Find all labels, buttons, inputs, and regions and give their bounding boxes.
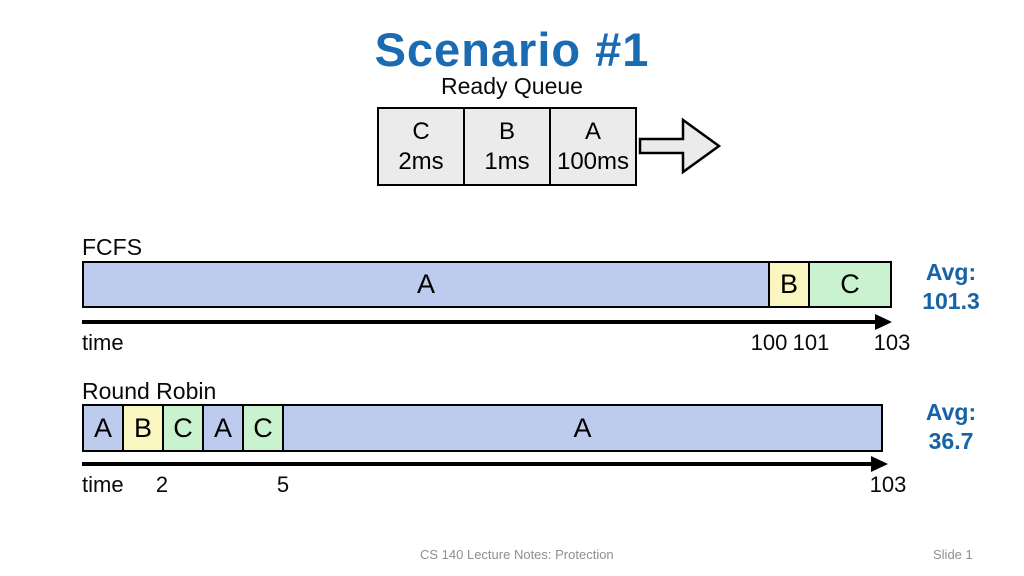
footer-slide-number: Slide 1 [933, 547, 973, 562]
fcfs-average: Avg: 101.3 [912, 258, 990, 316]
queue-box: B 1ms [463, 107, 551, 186]
rr-segment-a3: A [282, 404, 883, 452]
ready-queue-title: Ready Queue [441, 73, 583, 99]
rr-avg-label: Avg: [925, 399, 977, 425]
fcfs-time-axis [82, 320, 876, 324]
fcfs-avg-value: 101.3 [922, 288, 980, 314]
fcfs-tick-103: 103 [873, 330, 911, 355]
rr-segment-c1: C [162, 404, 204, 452]
queue-process-name: B [498, 117, 515, 145]
queue-process-name: A [584, 117, 601, 145]
rr-avg-value: 36.7 [928, 428, 974, 454]
rr-axis-arrowhead-icon [871, 456, 888, 472]
queue-burst-time: 2ms [398, 147, 444, 175]
fcfs-tick-100: 100 [750, 330, 788, 355]
queue-burst-time: 1ms [484, 147, 530, 175]
rr-segment-c2: C [242, 404, 284, 452]
rr-tick-2: 2 [155, 472, 169, 497]
fcfs-avg-label: Avg: [925, 259, 977, 285]
rr-time-axis [82, 462, 872, 466]
rr-tick-5: 5 [276, 472, 290, 497]
fcfs-segment-a: A [82, 261, 770, 308]
slide-title: Scenario #1 [374, 23, 650, 76]
rr-tick-103: 103 [869, 472, 907, 497]
rr-segment-a2: A [202, 404, 244, 452]
fcfs-gantt-bar: A B C [82, 261, 892, 308]
rr-average: Avg: 36.7 [912, 398, 990, 456]
round-robin-gantt-bar: A B C A C A [82, 404, 883, 452]
queue-process-name: C [412, 117, 430, 145]
footer-course-title: CS 140 Lecture Notes: Protection [420, 547, 614, 562]
round-robin-label: Round Robin [82, 378, 217, 404]
fcfs-axis-arrowhead-icon [875, 314, 892, 330]
rr-time-label: time [82, 472, 124, 497]
fcfs-time-label: time [82, 330, 124, 355]
queue-burst-time: 100ms [556, 147, 630, 175]
queue-arrow-icon [638, 117, 722, 175]
fcfs-segment-b: B [768, 261, 810, 308]
fcfs-tick-101: 101 [792, 330, 830, 355]
rr-segment-b: B [122, 404, 164, 452]
rr-segment-a1: A [82, 404, 124, 452]
queue-box: C 2ms [377, 107, 465, 186]
fcfs-label: FCFS [82, 234, 143, 260]
fcfs-segment-c: C [808, 261, 892, 308]
queue-box: A 100ms [549, 107, 637, 186]
ready-queue: C 2ms B 1ms A 100ms [377, 107, 637, 186]
